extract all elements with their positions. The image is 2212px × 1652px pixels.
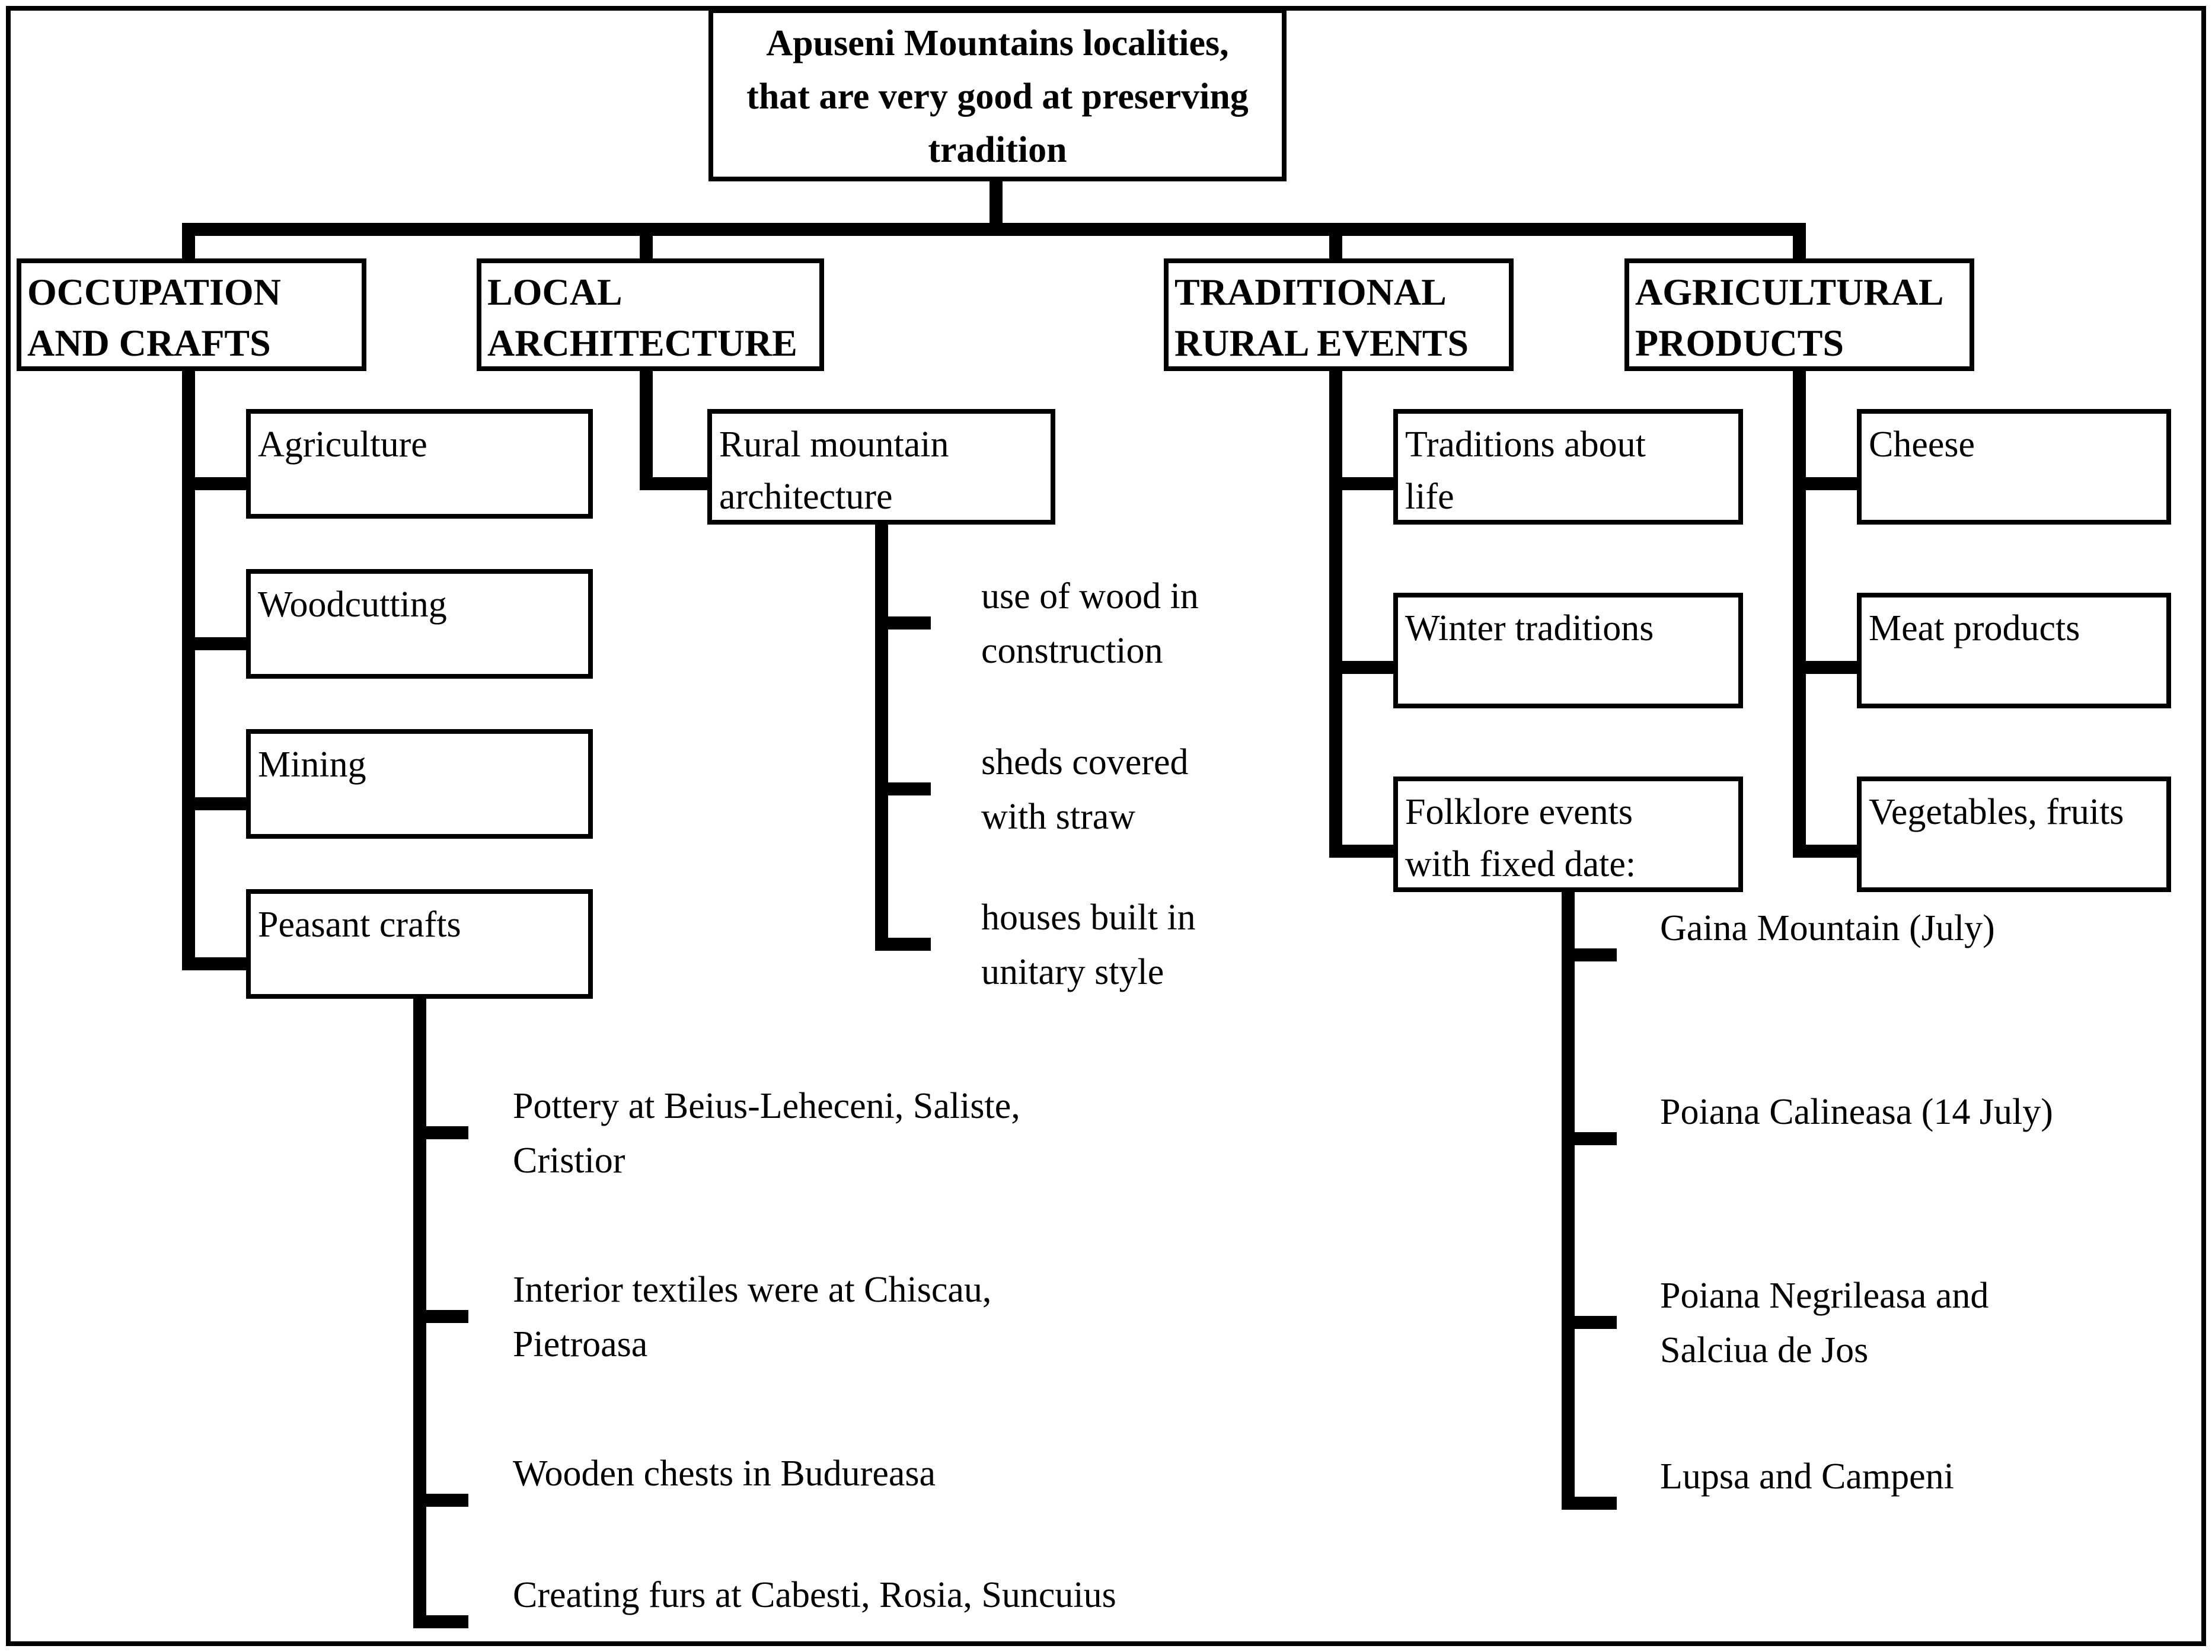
- connector-tick-traditions-life: [1329, 477, 1393, 490]
- connector-tick-calineasa: [1562, 1132, 1617, 1145]
- connector-drop-agricultural: [1793, 223, 1806, 258]
- node-box-rural-mountain-architecture: Rural mountain architecture: [707, 409, 1055, 525]
- category-box-agricultural-products: AGRICULTURAL PRODUCTS: [1624, 258, 1974, 371]
- connector-tick-peasant-crafts: [182, 957, 246, 970]
- root-title-box: Apuseni Mountains localities, that are v…: [708, 8, 1287, 181]
- connector-stem-folklore: [1562, 892, 1575, 1510]
- leaf-houses-unitary-style: houses built in unitary style: [981, 897, 1196, 992]
- connector-tick-gaina: [1562, 948, 1617, 961]
- node-box-traditions-about-life: Traditions about life: [1393, 409, 1743, 525]
- leaf-wooden-chests: Wooden chests in Budureasa: [513, 1453, 936, 1494]
- connector-trunk-architecture: [640, 371, 653, 490]
- leaf-use-of-wood: use of wood in construction: [981, 576, 1199, 671]
- connector-tick-lupsa: [1562, 1497, 1617, 1510]
- connector-tick-furs: [413, 1615, 468, 1628]
- connector-tick-houses: [875, 938, 931, 951]
- connector-tick-vegetables: [1793, 845, 1857, 858]
- node-box-mining: Mining: [246, 729, 593, 839]
- connector-trunk-agricultural: [1793, 371, 1806, 858]
- leaf-poiana-calineasa: Poiana Calineasa (14 July): [1660, 1092, 2053, 1132]
- connector-tick-cheese: [1793, 477, 1857, 490]
- connector-tick-textiles: [413, 1310, 468, 1323]
- leaf-creating-furs: Creating furs at Cabesti, Rosia, Suncuiu…: [513, 1575, 1116, 1615]
- node-box-peasant-crafts: Peasant crafts: [246, 889, 593, 999]
- connector-trunk-occupation: [182, 371, 195, 970]
- node-box-folklore-events: Folklore events with fixed date:: [1393, 777, 1743, 892]
- node-box-meat-products: Meat products: [1857, 593, 2171, 708]
- connector-tick-folklore-events: [1329, 845, 1393, 858]
- connector-title-stub: [990, 178, 1003, 225]
- connector-trunk-events: [1329, 371, 1342, 858]
- leaf-sheds-straw: sheds covered with straw: [981, 742, 1189, 837]
- connector-tick-wood: [875, 616, 931, 630]
- leaf-poiana-negrileasa: Poiana Negrileasa and Salciua de Jos: [1660, 1276, 1989, 1370]
- connector-tick-mining: [182, 797, 246, 810]
- connector-tick-negrileasa: [1562, 1316, 1617, 1329]
- leaf-gaina-mountain: Gaina Mountain (July): [1660, 908, 1995, 948]
- connector-root-bar: [182, 223, 1806, 236]
- connector-tick-rural-architecture: [640, 477, 707, 490]
- node-box-woodcutting: Woodcutting: [246, 569, 593, 679]
- connector-drop-occupation: [182, 223, 195, 258]
- connector-tick-agriculture: [182, 477, 246, 490]
- leaf-pottery: Pottery at Beius-Leheceni, Saliste, Cris…: [513, 1086, 1020, 1181]
- leaf-interior-textiles: Interior textiles were at Chiscau, Pietr…: [513, 1270, 992, 1365]
- connector-stem-rural-architecture: [875, 525, 888, 951]
- connector-drop-events: [1329, 223, 1342, 258]
- node-box-winter-traditions: Winter traditions: [1393, 593, 1743, 708]
- connector-drop-architecture: [640, 223, 653, 258]
- node-box-vegetables-fruits: Vegetables, fruits: [1857, 777, 2171, 892]
- category-box-occupation-and-crafts: OCCUPATION AND CRAFTS: [17, 258, 366, 371]
- connector-tick-chests: [413, 1494, 468, 1507]
- leaf-lupsa-campeni: Lupsa and Campeni: [1660, 1456, 1954, 1497]
- connector-tick-winter-traditions: [1329, 661, 1393, 674]
- connector-tick-sheds: [875, 782, 931, 795]
- node-box-cheese: Cheese: [1857, 409, 2171, 525]
- category-box-traditional-rural-events: TRADITIONAL RURAL EVENTS: [1164, 258, 1514, 371]
- connector-tick-pottery: [413, 1126, 468, 1139]
- node-box-agriculture: Agriculture: [246, 409, 593, 519]
- connector-tick-meat: [1793, 661, 1857, 674]
- category-box-local-architecture: LOCAL ARCHITECTURE: [477, 258, 824, 371]
- connector-tick-woodcutting: [182, 637, 246, 650]
